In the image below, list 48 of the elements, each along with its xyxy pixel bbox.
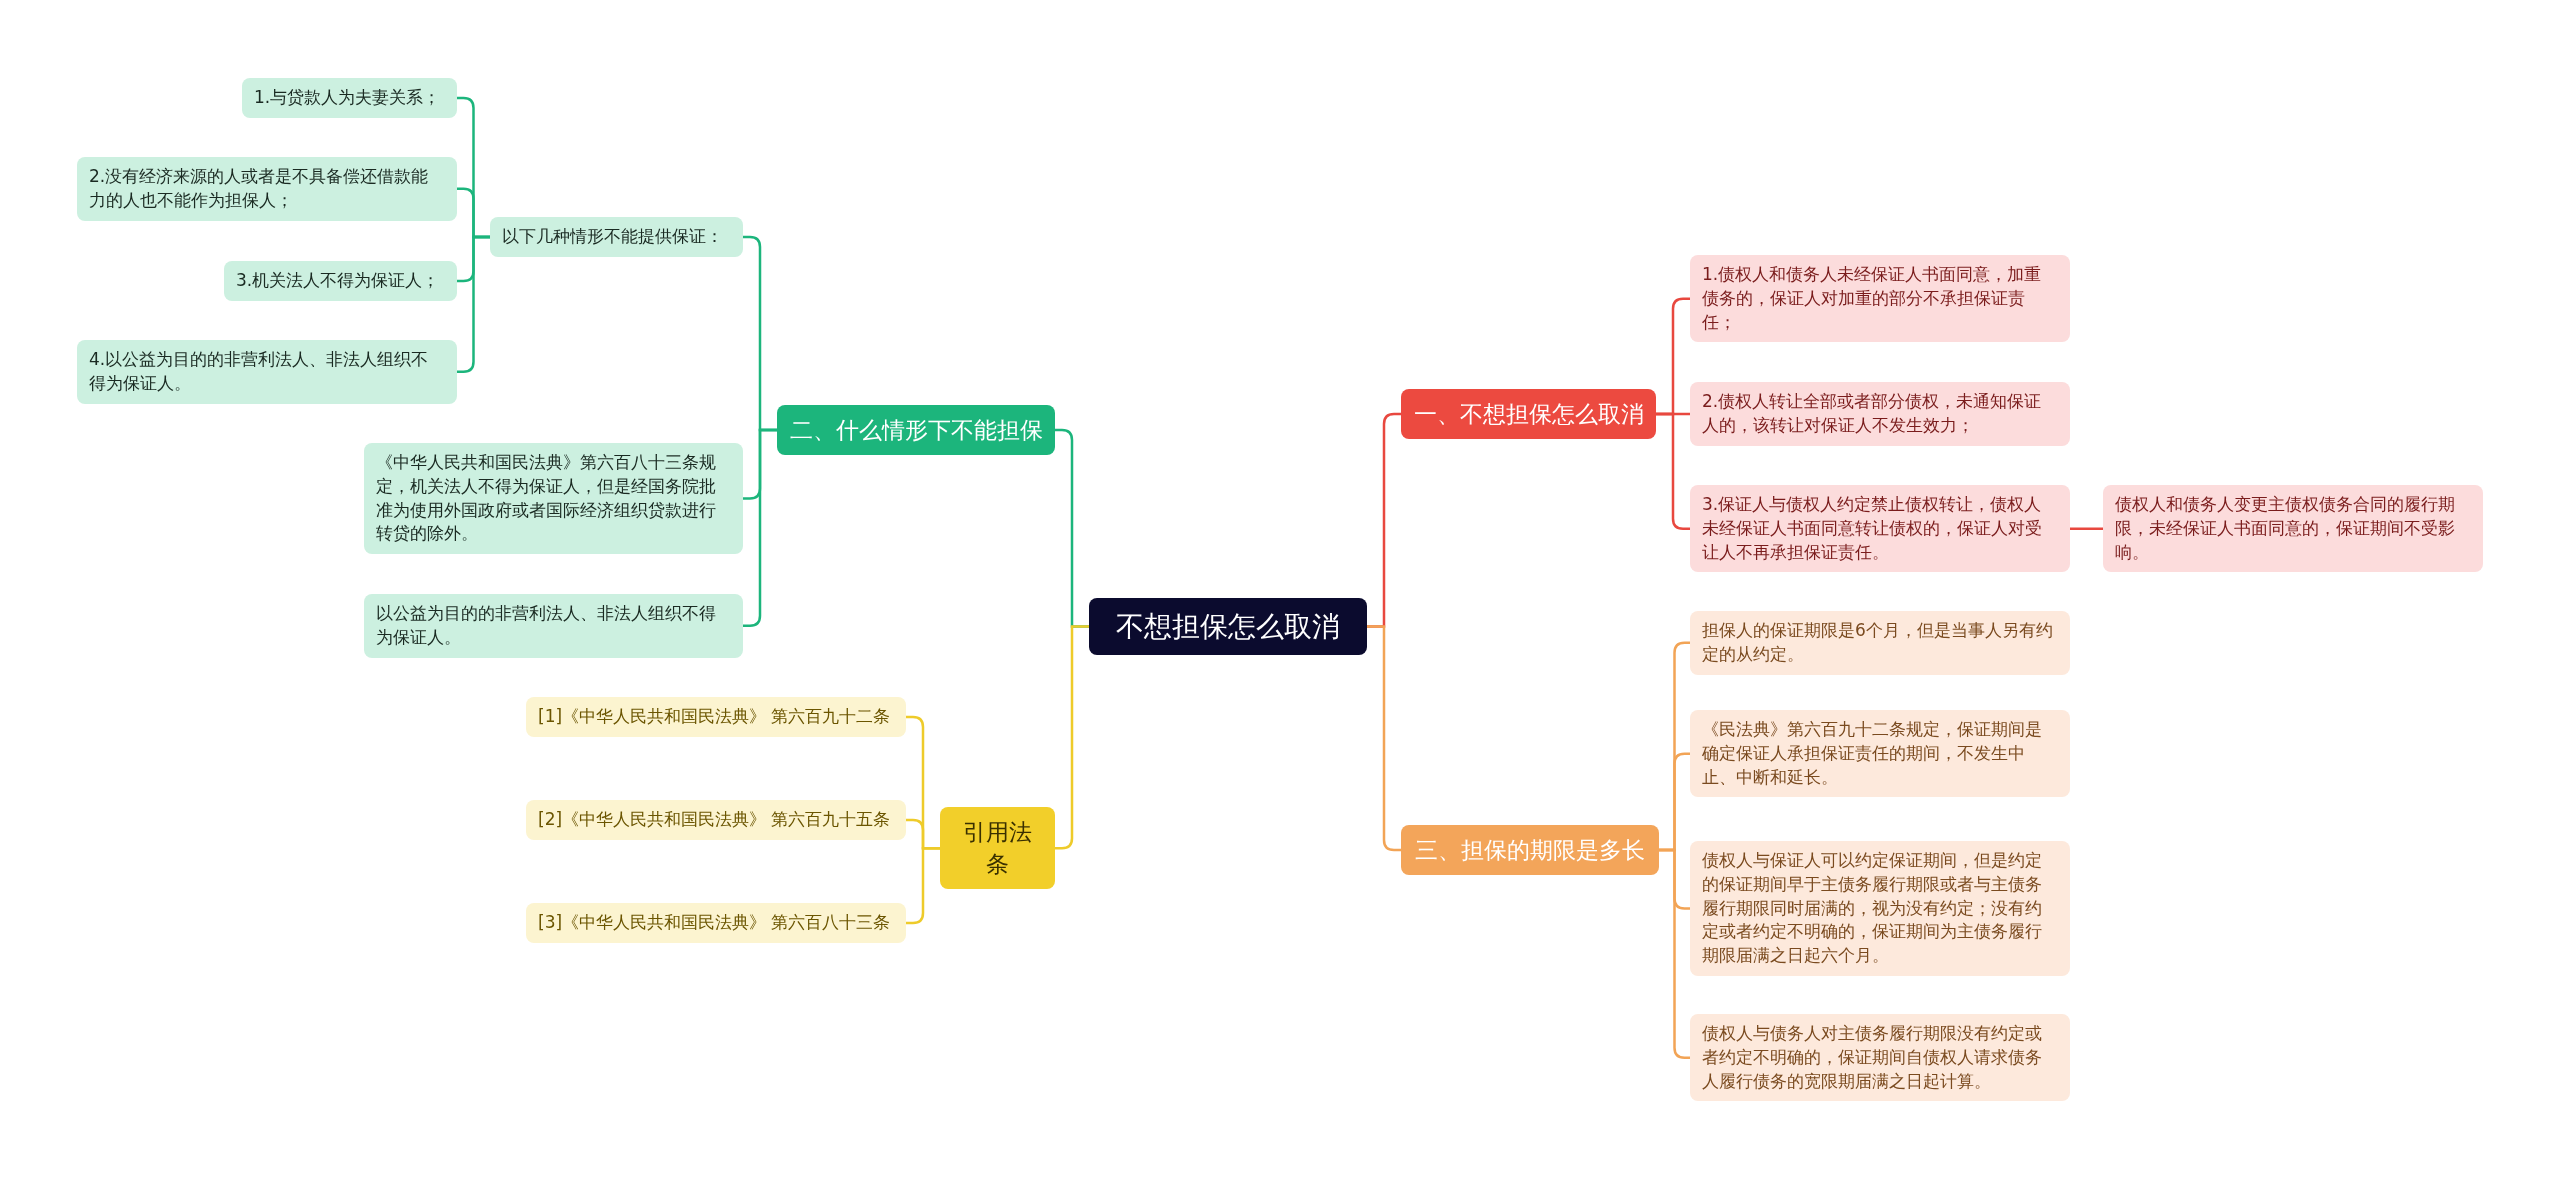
branch-topic-box [940,807,1055,890]
topic-text: 1.债权人和债务人未经保证人书面同意，加重债务的，保证人对加重的部分不承担保证责任； [1702,263,2043,334]
topic-text: [2]《中华人民共和国民法典》 第六百九十五条 [538,808,892,831]
subtopic-box [364,443,743,555]
subtopic-box [526,800,906,840]
topic-text: 债权人与保证人可以约定保证期间，但是约定的保证期间早于主债务履行期限或者与主债务履行期限同时届满的，视为没有约定；没有约定或者约定不明确的，保证期间为主债务履行期限届满之日起六个月。 [1702,849,2043,968]
branch-topic-box [1401,389,1656,440]
topic-text: 2.没有经济来源的人或者是不具备偿还借款能力的人也不能作为担保人； [89,165,430,212]
subtopic-box [77,340,457,404]
subtopic-box [1690,255,2070,343]
topic-text: 三、担保的期限是多长 [1414,836,1646,865]
topic-text: 引用法条 [962,818,1033,880]
topic-text: 不想担保怎么取消 [1115,609,1341,645]
topic-text: 1.与贷款人为夫妻关系； [254,86,442,109]
subtopic-box [1690,1014,2070,1102]
connector-line [457,235,490,374]
topic-text: 一、不想担保怎么取消 [1413,400,1644,429]
subtopic-box [242,78,457,118]
subtopic-box [224,261,457,301]
topic-text: 以公益为目的的非营利法人、非法人组织不得为保证人。 [376,602,717,649]
subtopic-box [526,697,906,737]
topic-text: 二、什么情形下不能担保 [789,416,1043,445]
subtopic-box [1690,611,2070,675]
topic-text: 2.债权人转让全部或者部分债权，未通知保证人的，该转让对保证人不发生效力； [1702,390,2043,437]
connector-line [2070,527,2103,530]
topic-text: 4.以公益为目的的非营利法人、非法人组织不得为保证人。 [89,348,430,395]
topic-text: 债权人与债务人对主债务履行期限没有约定或者约定不明确的，保证期间自债权人请求债务人履行债务的宽限期届满之日起计算。 [1702,1022,2043,1093]
topic-text: 3.机关法人不得为保证人； [236,269,441,292]
subtopic-box [1690,382,2070,446]
branch-topic-box [777,405,1055,456]
topic-text: 以下几种情形不能提供保证： [502,225,724,248]
branch-topic-box [1401,825,1659,876]
subtopic-box [364,594,743,658]
topic-text: [1]《中华人民共和国民法典》 第六百九十二条 [538,705,892,728]
subtopic-box [2103,485,2483,573]
subtopic-box [490,217,743,257]
topic-text: [3]《中华人民共和国民法典》 第六百八十三条 [538,911,892,934]
central-topic-box [1089,598,1367,656]
subtopic-box [1690,485,2070,573]
subtopic-box [526,903,906,943]
topic-text: 3.保证人与债权人约定禁止债权转让，债权人未经保证人书面同意转让债权的，保证人对受让人不再承担保证责任。 [1702,493,2043,564]
topic-text: 《中华人民共和国民法典》第六百八十三条规定，机关法人不得为保证人，但是经国务院批准为使用外国政府或者国际经济组织贷款进行转贷的除外。 [376,451,717,546]
topic-text: 债权人和债务人变更主债权债务合同的履行期限，未经保证人书面同意的，保证期间不受影响。 [2115,493,2456,564]
subtopic-box [1690,710,2070,798]
subtopic-box [77,157,457,221]
topic-text: 《民法典》第六百九十二条规定，保证期间是确定保证人承担保证责任的期间，不发生中止、中断和延长。 [1702,718,2043,789]
topic-text: 担保人的保证期限是6个月，但是当事人另有约定的从约定。 [1702,619,2054,666]
subtopic-box [1690,841,2070,976]
